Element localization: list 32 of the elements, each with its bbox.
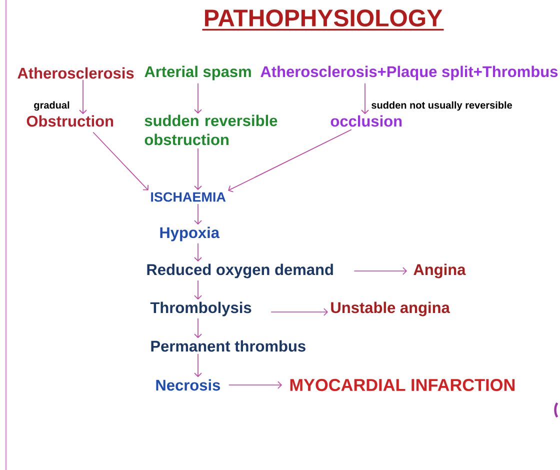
arrow bbox=[194, 148, 202, 190]
lesion-label: Obstruction bbox=[26, 115, 114, 127]
lesion-label: sudden reversible obstruction bbox=[144, 114, 278, 146]
arrow bbox=[361, 83, 369, 114]
outcome-label: Unstable angina bbox=[331, 302, 450, 316]
step-label: Thrombolysis bbox=[150, 302, 252, 316]
step-label: Necrosis bbox=[156, 379, 220, 391]
arrow bbox=[354, 267, 407, 275]
cause-label: Atherosclerosis+Plaque split+Thrombus bbox=[260, 66, 558, 80]
step-label: ISCHAEMIA bbox=[151, 192, 226, 202]
cause-label: Arterial spasm bbox=[144, 66, 251, 80]
arrow bbox=[228, 381, 282, 389]
title: PATHOPHYSIOLOGY bbox=[202, 10, 444, 30]
lesion-label: occlusion bbox=[330, 115, 402, 127]
step-label: Hypoxia bbox=[160, 226, 220, 242]
outcome-label: Angina bbox=[414, 264, 466, 278]
arrow bbox=[270, 308, 328, 316]
arrow bbox=[194, 318, 202, 338]
edge-label: gradual bbox=[34, 101, 70, 111]
arrow bbox=[194, 204, 202, 225]
arrow bbox=[194, 83, 202, 114]
step-label: Reduced oxygen demand bbox=[147, 264, 333, 278]
arrow bbox=[194, 353, 202, 378]
step-label: Permanent thrombus bbox=[151, 340, 306, 352]
arrow bbox=[194, 243, 202, 262]
arrow bbox=[79, 79, 87, 114]
arrow bbox=[228, 129, 352, 192]
arrow bbox=[92, 132, 148, 190]
arrow bbox=[194, 280, 202, 300]
edge-label: sudden not usually reversible bbox=[372, 101, 512, 111]
cause-label: Atherosclerosis bbox=[18, 67, 134, 79]
outcome-label: MYOCARDIAL INFARCTION bbox=[290, 378, 514, 392]
